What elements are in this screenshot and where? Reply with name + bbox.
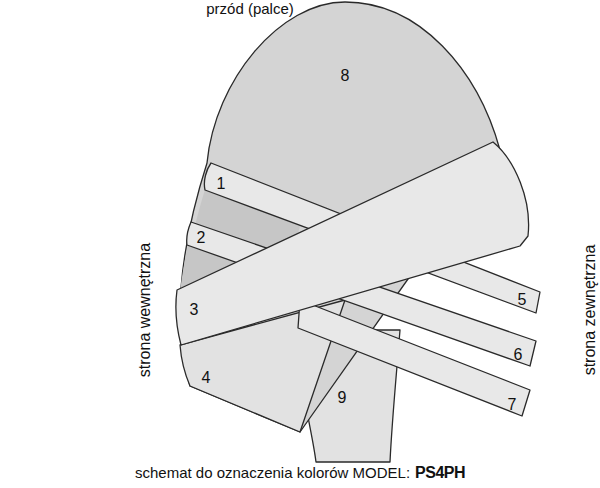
callout-number: 9 xyxy=(338,389,347,407)
caption-row: schemat do oznaczenia kolorów MODEL: PS4P… xyxy=(135,464,465,482)
callout-number: 1 xyxy=(217,175,226,193)
callout-number: 7 xyxy=(508,396,517,414)
side-label: strona zewnętrzna xyxy=(581,245,599,376)
direction-label: przód (palce) xyxy=(206,1,294,18)
side-label: strona wewnętrzna xyxy=(136,243,154,377)
wide-band xyxy=(176,142,529,345)
callout-number: 2 xyxy=(197,229,206,247)
caption: schemat do oznaczenia kolorów MODEL: xyxy=(135,464,410,481)
callout-number: 3 xyxy=(190,301,199,319)
callout-number: 8 xyxy=(341,67,350,85)
callout-number: 6 xyxy=(514,346,523,364)
callout-number: 4 xyxy=(202,369,211,387)
model-code: PS4PH xyxy=(415,464,465,482)
callout-number: 5 xyxy=(518,291,527,309)
